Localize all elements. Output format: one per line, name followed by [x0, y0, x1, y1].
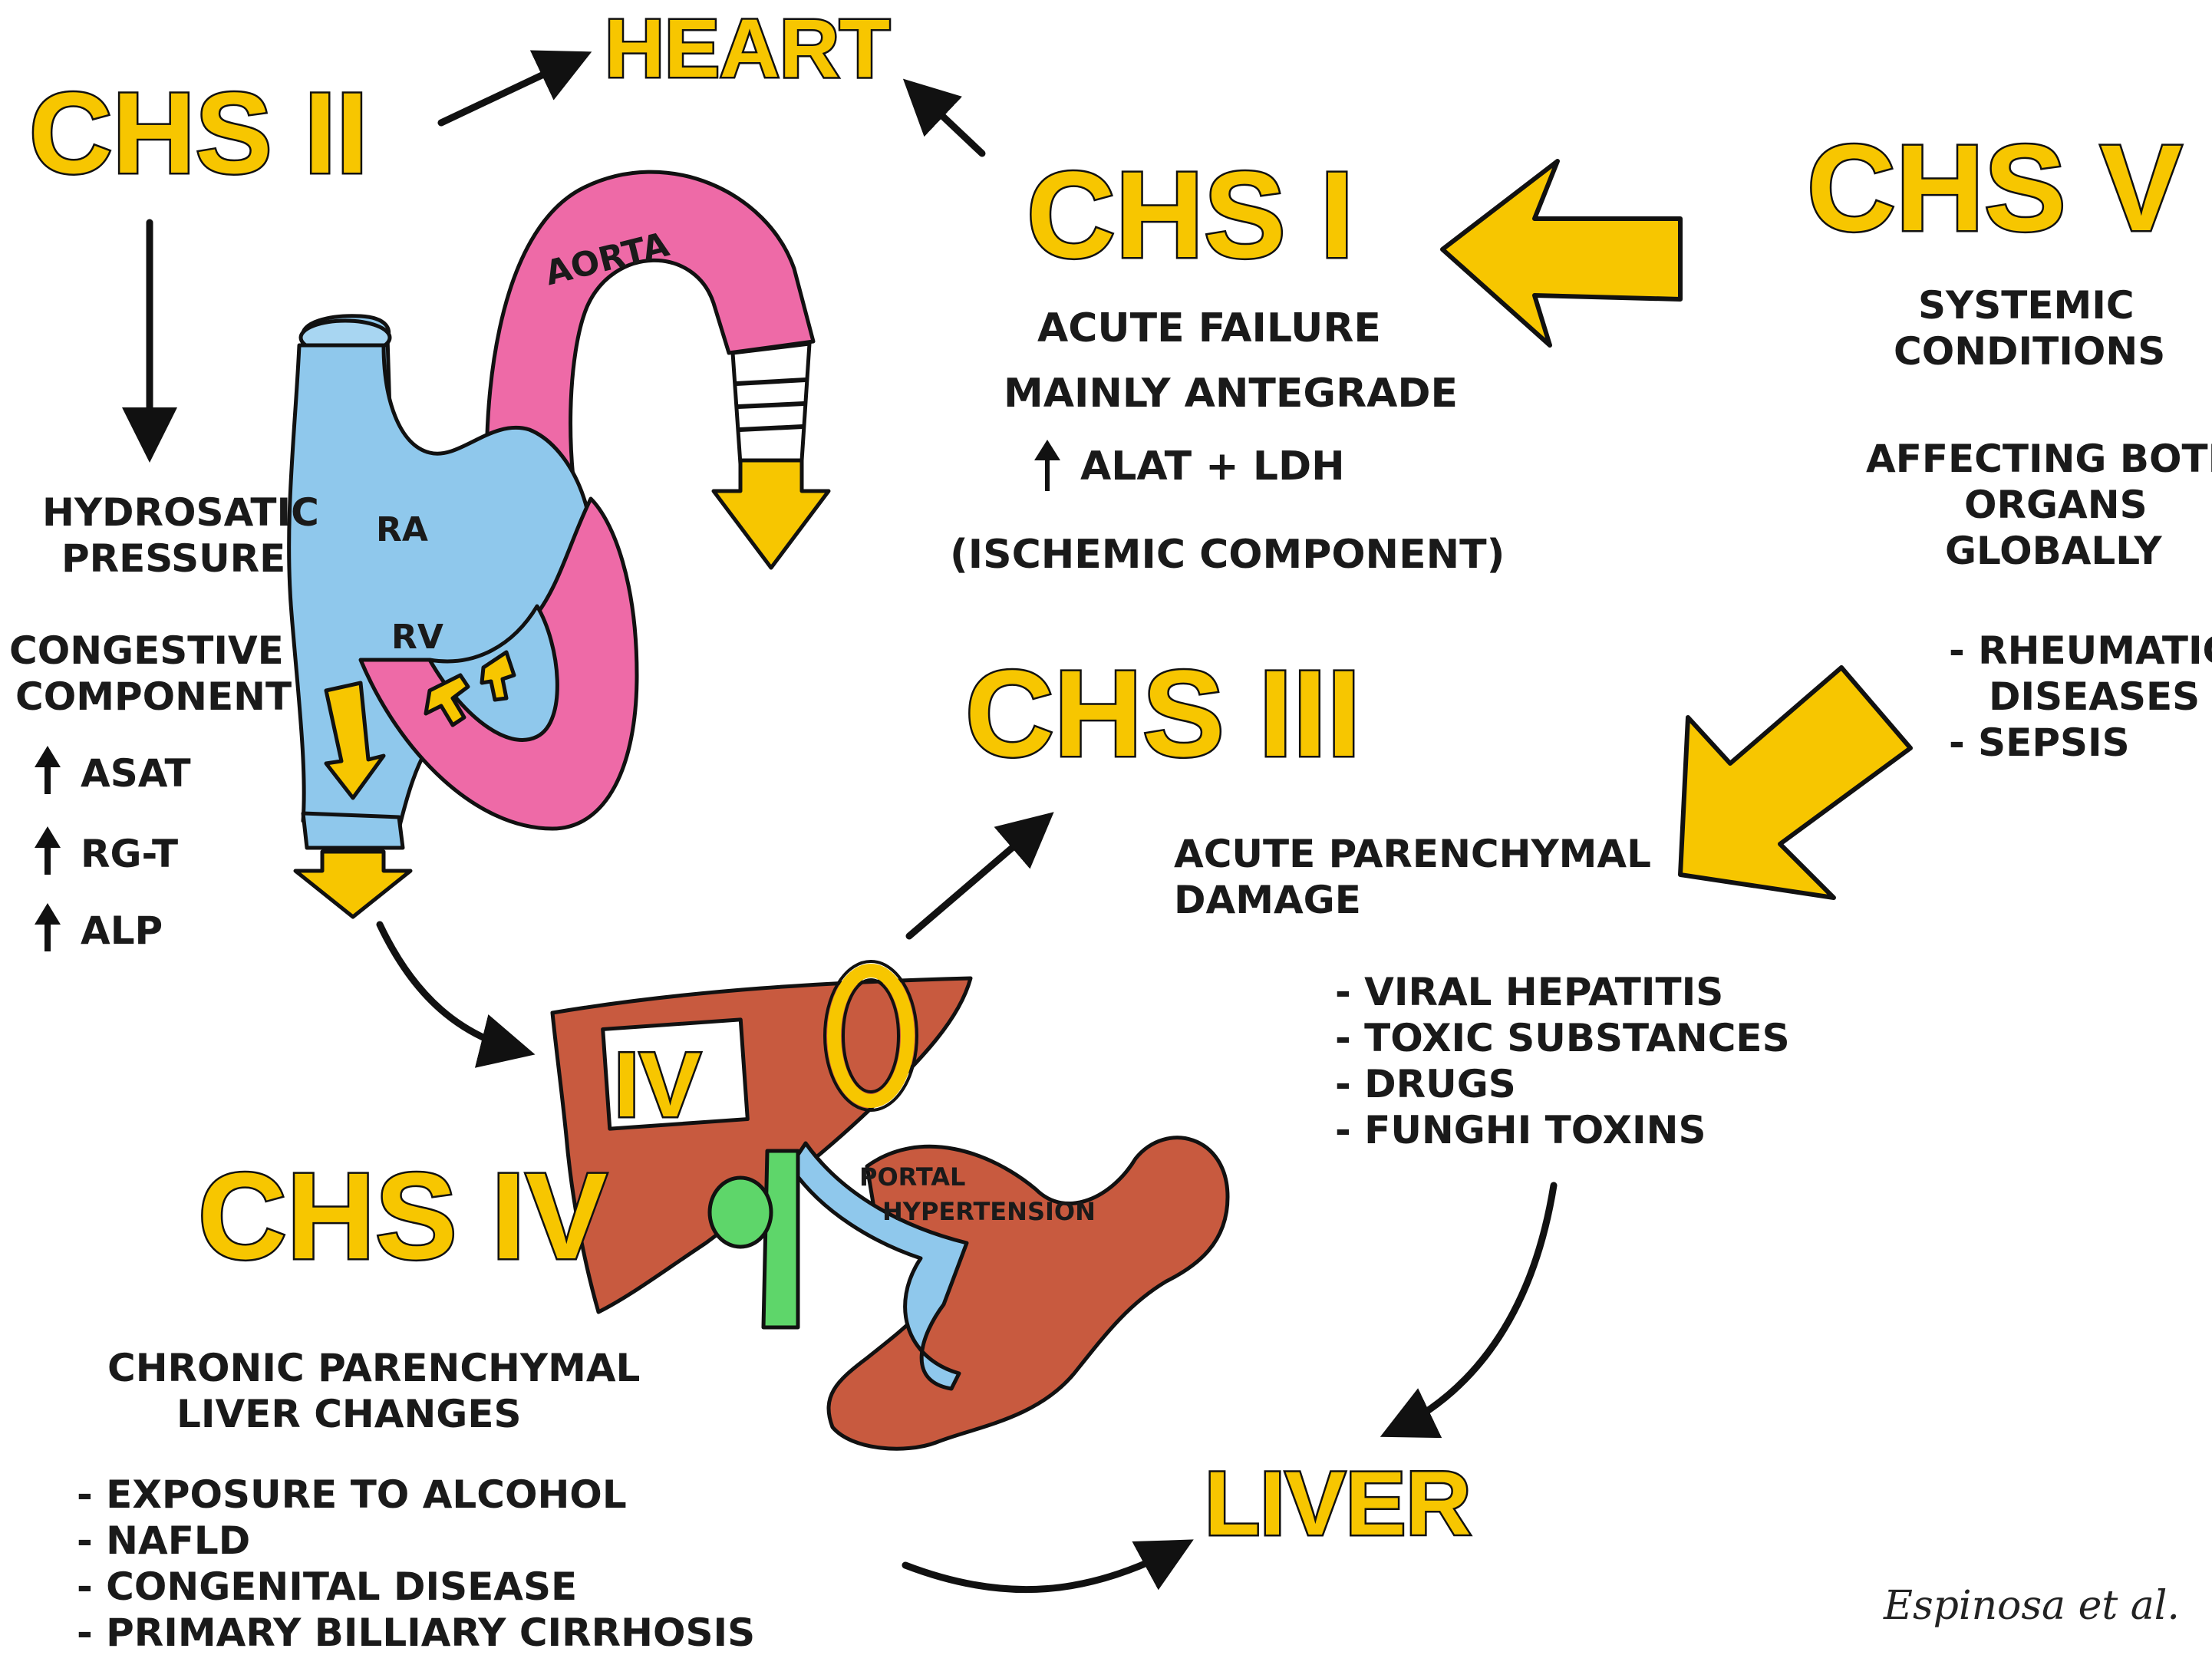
chs2-to-heart-arrow — [437, 50, 592, 127]
chs4-line1: CHRONIC PARENCHYMAL — [107, 1346, 640, 1390]
chs3-cause-1: - VIRAL HEPATITIS — [1335, 970, 1723, 1014]
aorta-flow-arrow — [711, 458, 831, 570]
chs1-line4: (ISCHEMIC COMPONENT) — [950, 532, 1505, 578]
heart-heading: HEART — [605, 2, 890, 94]
chs5-to-chs3-arrow — [1678, 665, 1913, 900]
chs2-heading: CHS II — [29, 68, 368, 197]
chs1-line1: ACUTE FAILURE — [1037, 305, 1381, 351]
chs4-heading: CHS IV — [198, 1147, 607, 1284]
chs2-marker-alp: ALP — [81, 908, 163, 953]
rv-label: RV — [391, 618, 443, 657]
chs1-to-heart-arrow — [902, 78, 986, 157]
chs5-line5: GLOBALLY — [1945, 529, 2162, 573]
chs2-pressure-line2: PRESSURE — [61, 536, 285, 581]
chs3-description: ACUTE PARENCHYMAL DAMAGE - VIRAL HEPATIT… — [1174, 832, 1790, 1152]
heart-illustration — [287, 170, 831, 919]
chs3-heading: CHS III — [965, 645, 1361, 782]
chs4-cause-1: - EXPOSURE TO ALCOHOL — [77, 1472, 627, 1517]
rgt-up-arrow-icon — [35, 826, 61, 875]
chs5-cause-1: - RHEUMATIC — [1949, 628, 2212, 673]
chs5-to-chs1-arrow — [1440, 159, 1683, 348]
chs2-marker-asat: ASAT — [81, 751, 191, 796]
ra-label: RA — [376, 510, 428, 549]
chs3-cause-2: - TOXIC SUBSTANCES — [1335, 1016, 1790, 1060]
chs5-line2: CONDITIONS — [1894, 329, 2165, 374]
rv-flow-arrow-2 — [480, 650, 516, 702]
chs3-cause-3: - DRUGS — [1335, 1062, 1516, 1106]
chs4-cause-3: - CONGENITAL DISEASE — [77, 1564, 577, 1609]
chs1-description: ACUTE FAILURE MAINLY ANTEGRADE ALAT + LD… — [950, 305, 1505, 578]
chs3-cause-4: - FUNGHI TOXINS — [1335, 1108, 1706, 1152]
connector-arrows — [122, 50, 1558, 1594]
chs5-line4: ORGANS — [1964, 483, 2148, 527]
ra-flow-arrow — [324, 681, 386, 800]
chs4-cause-2: - NAFLD — [77, 1518, 250, 1563]
chs5-cause-2: - SEPSIS — [1949, 720, 2130, 765]
inferior-vena-cava — [301, 811, 405, 850]
chs3-line1: ACUTE PARENCHYMAL — [1174, 832, 1651, 876]
chs4-description: CHRONIC PARENCHYMAL LIVER CHANGES - EXPO… — [77, 1346, 755, 1655]
bile-duct — [761, 1149, 800, 1330]
gallbladder — [707, 1175, 773, 1249]
liver-to-chs3-arrow — [905, 812, 1054, 940]
chs2-marker-rgt: RG-T — [81, 832, 178, 876]
chs4-cause-4: - PRIMARY BILLIARY CIRRHOSIS — [77, 1610, 755, 1655]
chs2-description: HYDROSATIC PRESSURE CONGESTIVE COMPONENT… — [9, 490, 319, 953]
portal-label-line2: HYPERTENSION — [882, 1197, 1096, 1226]
chs5-line3: AFFECTING BOTH — [1866, 437, 2212, 481]
chs3-line2: DAMAGE — [1174, 878, 1361, 922]
chs4-to-liver-arrow — [902, 1539, 1194, 1594]
chs5-description: SYSTEMIC CONDITIONS AFFECTING BOTH ORGAN… — [1866, 283, 2212, 765]
liver-illustration — [550, 960, 1230, 1451]
chs1-marker: ALAT + LDH — [1080, 443, 1345, 490]
chs1-heading: CHS I — [1027, 146, 1354, 283]
heart-to-liver-arrow — [376, 921, 536, 1068]
liver-heading: LIVER — [1205, 1453, 1472, 1554]
chs2-pressure-line1: HYDROSATIC — [42, 490, 319, 535]
liver-badge-box — [601, 1017, 750, 1131]
portal-vein — [788, 1141, 969, 1391]
alp-up-arrow-icon — [35, 903, 61, 951]
asat-up-arrow-icon — [35, 746, 61, 794]
chs1-line2: MAINLY ANTEGRADE — [1004, 371, 1458, 417]
chs1-up-arrow-icon — [1034, 440, 1060, 491]
aorta-arch — [484, 170, 816, 555]
chs5-heading: CHS V — [1807, 119, 2182, 256]
ivc-flow-arrow — [293, 849, 413, 919]
chs4-line2: LIVER CHANGES — [176, 1392, 522, 1436]
liver-badge-label: IV — [614, 1034, 701, 1136]
rv-flow-arrow-1 — [424, 673, 470, 727]
chs3-to-liver-arrow — [1380, 1182, 1558, 1439]
author-credit: Espinosa et al. — [1883, 1583, 2180, 1629]
chs5-line1: SYSTEMIC — [1918, 283, 2135, 328]
hepatic-ring — [827, 964, 915, 1108]
chs2-component-line1: CONGESTIVE — [9, 628, 284, 673]
chs2-component-line2: COMPONENT — [15, 674, 292, 719]
portal-label-line1: PORTAL — [859, 1162, 965, 1192]
chs5-cause-1-cont: DISEASES — [1989, 674, 2200, 719]
